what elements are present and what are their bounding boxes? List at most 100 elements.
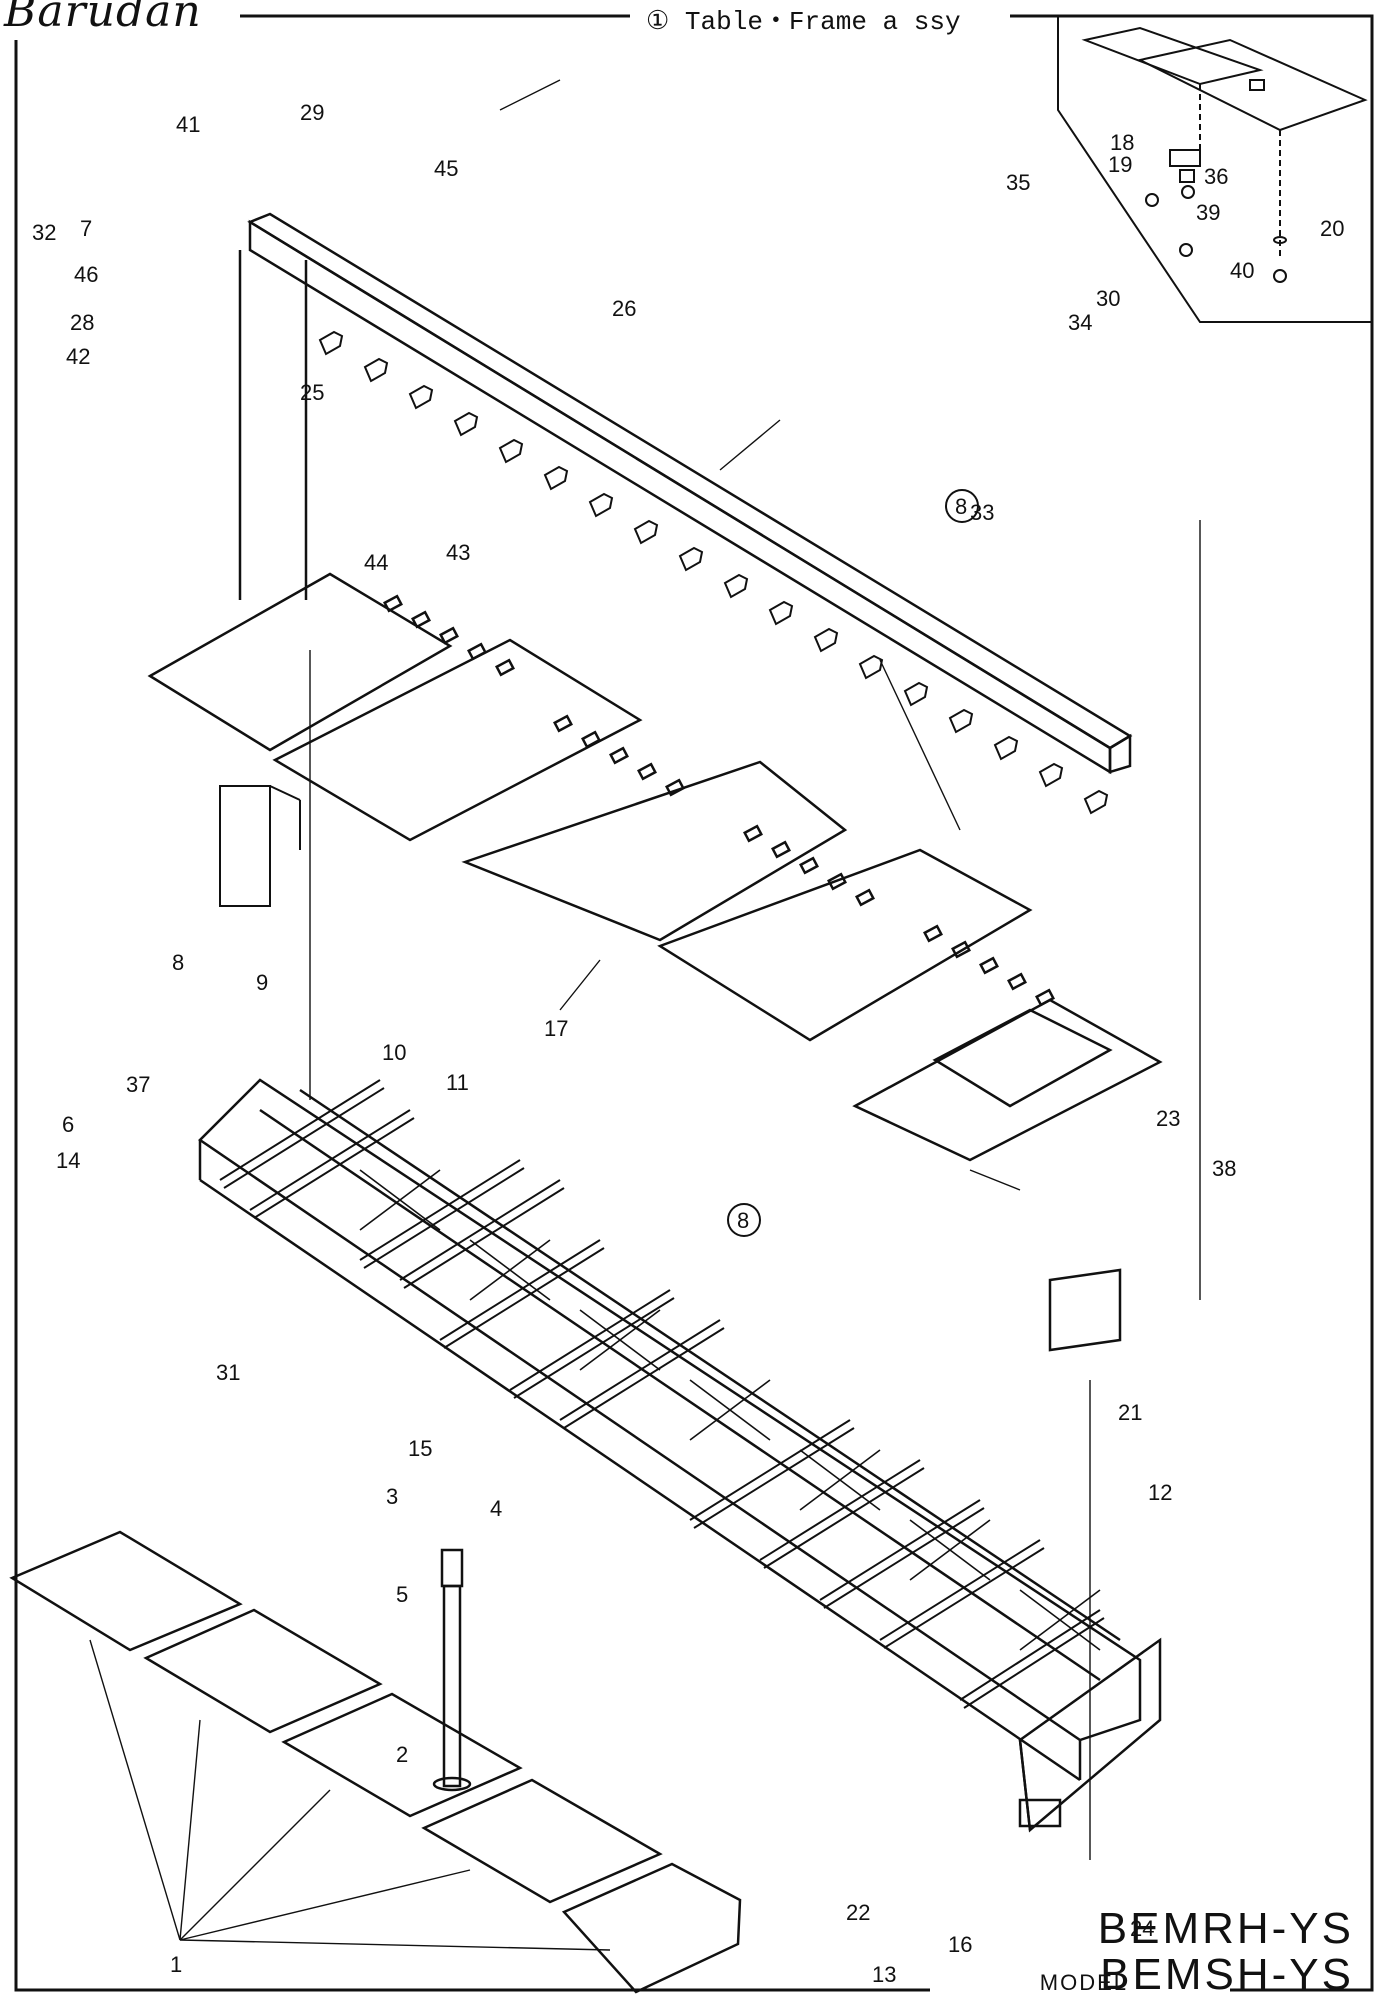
crossbar-edge — [513, 1297, 675, 1399]
crossbar-edge — [963, 1617, 1105, 1709]
crossbar — [399, 1179, 561, 1281]
plate-slot — [581, 730, 601, 749]
leader-line — [179, 1939, 611, 1951]
brace — [469, 1239, 551, 1301]
brace — [579, 1309, 661, 1371]
plate-slot — [467, 642, 487, 661]
frame-border — [14, 14, 1374, 1992]
crossbar — [509, 1289, 671, 1391]
floor-pads-1 — [9, 1530, 742, 1994]
callout-label: 34 — [1068, 310, 1092, 335]
reference-label: 8 — [955, 494, 967, 519]
left-upright-bracket — [219, 785, 301, 907]
callout-label: 39 — [1196, 200, 1220, 225]
crossbar-edge — [443, 1247, 605, 1349]
rail-clip — [768, 600, 794, 626]
floor-pad — [143, 1608, 383, 1734]
brand-logo: Barudan — [4, 0, 202, 37]
crossbar-edge — [253, 1117, 415, 1219]
callout-label: 1 — [170, 1952, 182, 1977]
braces-15 — [359, 1169, 1101, 1651]
right-end-frame — [1018, 1268, 1162, 1833]
callout-label: 14 — [56, 1148, 80, 1173]
callout-label: 33 — [970, 500, 994, 525]
crossbar-edge — [823, 1507, 985, 1609]
callout-label: 43 — [446, 540, 470, 565]
plate-slot — [609, 746, 629, 765]
leader-line — [969, 1169, 1021, 1191]
floor-pad — [9, 1530, 243, 1652]
reference-marker — [727, 489, 979, 1237]
brace — [909, 1519, 991, 1581]
callout-label: 16 — [948, 1932, 972, 1957]
callout-label: 10 — [382, 1040, 406, 1065]
callout-label: 38 — [1212, 1156, 1236, 1181]
leader-line — [879, 659, 961, 831]
rail-clip — [1038, 762, 1064, 788]
plate-slot — [855, 888, 875, 907]
model-name: BEMRH-YS — [1097, 1904, 1354, 1953]
callout-label: 44 — [364, 550, 388, 575]
rail-clip — [318, 330, 344, 356]
callout-label: 15 — [408, 1436, 432, 1461]
callout-label: 42 — [66, 344, 90, 369]
callout-label: 19 — [1108, 152, 1132, 177]
callout-label: 2 — [396, 1742, 408, 1767]
rail-clip — [678, 546, 704, 572]
callout-label: 6 — [62, 1112, 74, 1137]
callout-label: 9 — [256, 970, 268, 995]
callout-label: 45 — [434, 156, 458, 181]
callout-label: 11 — [446, 1070, 469, 1095]
crossbar — [879, 1539, 1041, 1641]
stand-post-2 — [432, 1548, 472, 1792]
crossbar-edge — [763, 1467, 925, 1569]
floor-pad — [561, 1862, 742, 1994]
leader-line — [499, 79, 561, 111]
callout-label: 35 — [1006, 170, 1030, 195]
brace — [689, 1379, 771, 1441]
plate-slot — [771, 840, 791, 859]
crossbar — [689, 1419, 851, 1521]
callout-label: 12 — [1148, 1480, 1172, 1505]
callout-label: 21 — [1118, 1400, 1142, 1425]
rail-clip — [363, 357, 389, 383]
rail-clip — [498, 438, 524, 464]
callout-label: 29 — [300, 100, 324, 125]
rail-clip — [408, 384, 434, 410]
crossbar-edge — [563, 1327, 725, 1429]
callout-label: 8 — [172, 950, 184, 975]
plate-slot — [923, 924, 943, 943]
callout-label: 22 — [846, 1900, 870, 1925]
brace — [1019, 1589, 1101, 1651]
rail-clip — [858, 654, 884, 680]
plate-slot — [439, 626, 459, 645]
plate-slot — [411, 610, 431, 629]
table-plates-17 — [147, 572, 1163, 1162]
floor-pad — [421, 1778, 663, 1904]
floor-pad — [281, 1692, 523, 1818]
crossbar-edge — [883, 1547, 1045, 1649]
plate-slot — [637, 762, 657, 781]
rail-clip — [948, 708, 974, 734]
leader-line — [179, 1719, 201, 1941]
plate-slot — [1007, 972, 1027, 991]
rail-clip — [633, 519, 659, 545]
diagram-title: ① Table・Frame a ssy — [640, 0, 967, 37]
leader-line — [179, 1789, 331, 1941]
callout-label: 13 — [872, 1962, 896, 1987]
callout-label: 28 — [70, 310, 94, 335]
table-plate — [657, 848, 1033, 1042]
callout-label: 31 — [216, 1360, 240, 1385]
crossbar — [759, 1459, 921, 1561]
leader-line — [559, 959, 601, 1011]
crossbar — [959, 1609, 1101, 1701]
plate-slot — [383, 594, 403, 613]
callout-label: 25 — [300, 380, 324, 405]
callout-label: 26 — [612, 296, 636, 321]
callout-label: 24 — [1130, 1916, 1154, 1941]
rail-clip — [453, 411, 479, 437]
crossbar-edge — [693, 1427, 855, 1529]
rail-clip — [543, 465, 569, 491]
